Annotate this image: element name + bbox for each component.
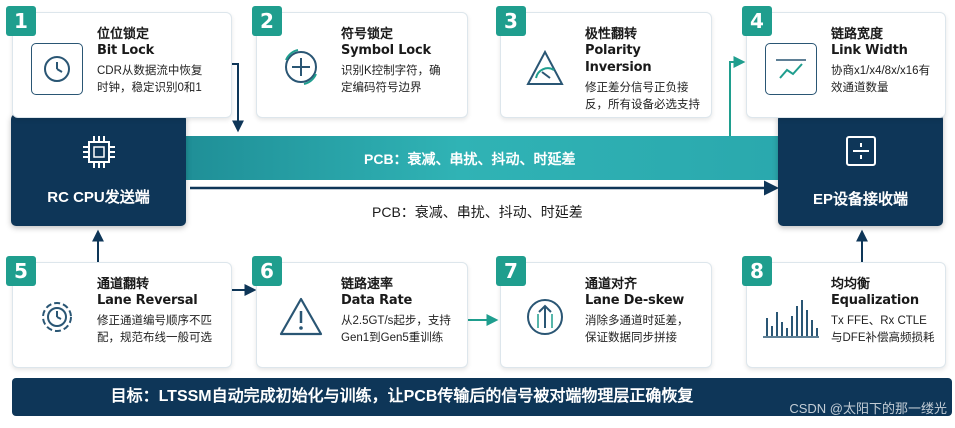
- step-number-badge: 7: [496, 256, 526, 286]
- step-desc: 反，所有设备必选支持: [585, 99, 700, 111]
- step-title-cn: 通道对齐: [585, 276, 638, 291]
- cpu-chip-icon: [83, 136, 115, 168]
- clock-icon: [31, 43, 83, 95]
- step-desc: CDR从数据流中恢复: [97, 65, 203, 77]
- step-desc: Tx FFE、Rx CTLE: [831, 315, 927, 327]
- device-box-icon: [846, 136, 876, 166]
- goal-banner: 目标：LTSSM自动完成初始化与训练，让PCB传输后的信号被对端物理层正确恢复: [12, 378, 952, 416]
- chart-window-icon: [765, 43, 817, 95]
- step-desc: Gen1到Gen5重训练: [341, 332, 444, 344]
- equalizer-bars-icon: [763, 289, 819, 345]
- step-card-symbol-lock: 符号锁定 Symbol Lock 识别K控制字符，确定编码符号边界: [256, 12, 468, 118]
- polarity-icon: [517, 39, 573, 95]
- step-number-badge: 5: [6, 256, 36, 286]
- step-title-en: Link Width: [831, 43, 908, 58]
- step-title-cn: 符号锁定: [341, 26, 394, 41]
- step-card-equalization: 均均衡 Equalization Tx FFE、Rx CTLE 与DFE补偿高频损…: [746, 262, 946, 368]
- gear-clock-icon: [29, 289, 85, 345]
- step-title-cn: 链路速率: [341, 276, 394, 291]
- symbol-sync-icon: [273, 39, 329, 95]
- rc-cpu-label: RC CPU发送端: [47, 189, 150, 206]
- step-title-en: Data Rate: [341, 293, 413, 308]
- step-desc: 消除多通道时延差，: [585, 315, 689, 327]
- step-number-badge: 2: [252, 6, 282, 36]
- step-title-cn: 位位锁定: [97, 26, 150, 41]
- step-title-cn: 均均衡: [831, 276, 871, 291]
- pcb-arrow-label: PCB：衰减、串扰、抖动、时延差: [372, 204, 583, 220]
- step-desc: 保证数据同步拼接: [585, 332, 677, 344]
- step-desc: 与DFE补偿高频损耗: [831, 332, 935, 344]
- step-card-bit-lock: 位位锁定 Bit Lock CDR从数据流中恢复时钟，稳定识别0和1: [12, 12, 232, 118]
- step-card-lane-deskew: 通道对齐 Lane De-skew 消除多通道时延差， 保证数据同步拼接: [500, 262, 712, 368]
- step-title-en: Bit Lock: [97, 43, 155, 58]
- step-desc: 时钟，稳定识别0和1: [97, 82, 202, 94]
- ep-device-receiver: EP设备接收端: [778, 114, 943, 226]
- step-title-en: Lane De-skew: [585, 293, 685, 308]
- step-desc: 修正通道编号顺序不匹: [97, 315, 212, 327]
- step-number-badge: 8: [742, 256, 772, 286]
- step-card-lane-reversal: 通道翻转 Lane Reversal 修正通道编号顺序不匹配，规范布线一般可选: [12, 262, 232, 368]
- step-desc: 协商x1/x4/8x/x16有: [831, 65, 931, 77]
- step-desc: 识别K控制字符，确: [341, 65, 441, 77]
- watermark: CSDN @太阳下的那一缕光: [789, 401, 947, 416]
- warning-icon: [273, 289, 329, 345]
- step-title-en: Lane Reversal: [97, 293, 198, 308]
- step-title-cn: 链路宽度: [831, 26, 884, 41]
- step-title-en: Symbol Lock: [341, 43, 431, 58]
- align-arrows-icon: [517, 289, 573, 345]
- arrow-bitlock-to-pcb: [232, 63, 244, 133]
- step-desc: 从2.5GT/s起步，支持: [341, 315, 451, 327]
- pcb-channel-band: [185, 136, 795, 180]
- step-number-badge: 1: [6, 6, 36, 36]
- step-number-badge: 4: [742, 6, 772, 36]
- step-title-cn: 通道翻转: [97, 276, 150, 291]
- step-card-data-rate: 链路速率 Data Rate 从2.5GT/s起步，支持 Gen1到Gen5重训练: [256, 262, 468, 368]
- step-desc: 修正差分信号正负接: [585, 82, 689, 94]
- step-desc: 效通道数量: [831, 82, 889, 94]
- step-number-badge: 6: [252, 256, 282, 286]
- step-card-link-width: 链路宽度 Link Width 协商x1/x4/8x/x16有效通道数量: [746, 12, 946, 118]
- arrow-pcb-to-linkwidth: [729, 56, 746, 136]
- step-card-polarity-inversion: 极性翻转 Polarity Inversion 修正差分信号正负接反，所有设备必…: [500, 12, 712, 118]
- step-title-en: Equalization: [831, 293, 919, 308]
- pcb-band-label: PCB：衰减、串扰、抖动、时延差: [364, 151, 576, 167]
- rc-cpu-transmitter: RC CPU发送端: [11, 114, 186, 226]
- step-number-badge: 3: [496, 6, 526, 36]
- step-desc: 配，规范布线一般可选: [97, 332, 212, 344]
- step-desc: 定编码符号边界: [341, 82, 422, 94]
- step-title-cn: 极性翻转: [585, 26, 638, 41]
- step-title-en: Polarity Inversion: [585, 43, 652, 75]
- ep-device-label: EP设备接收端: [812, 191, 908, 208]
